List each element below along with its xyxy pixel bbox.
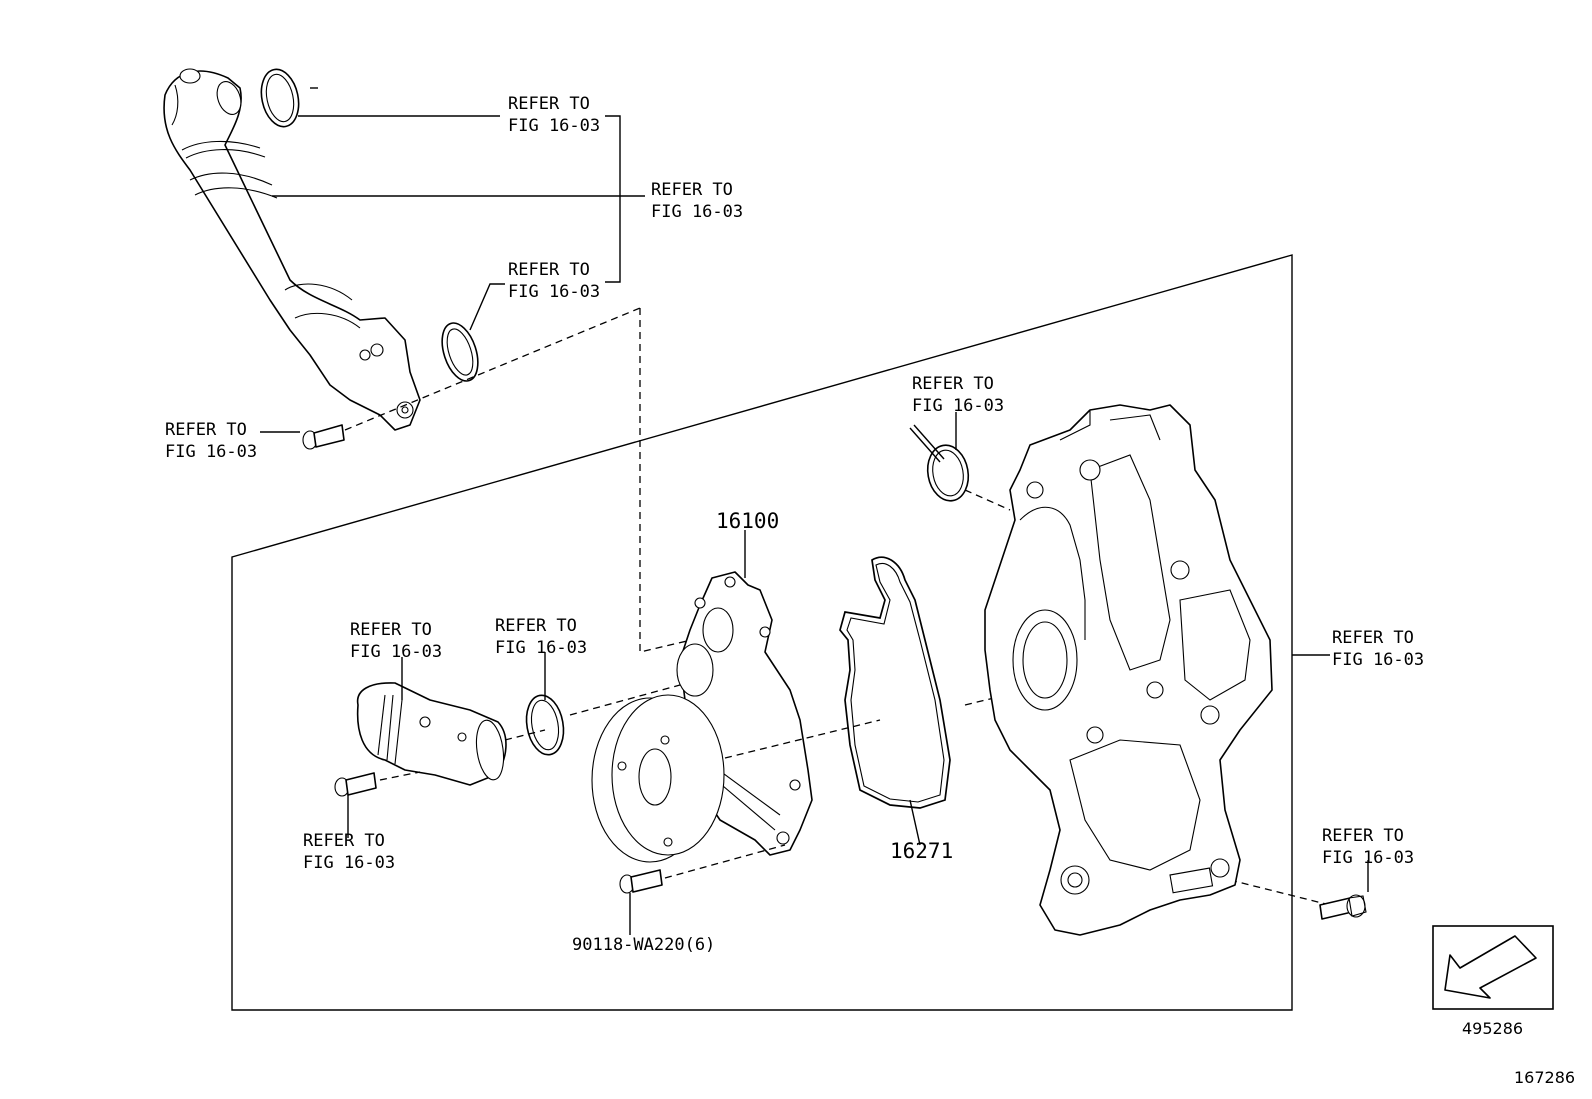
svg-text:FIG 16-03: FIG 16-03 bbox=[912, 396, 1004, 416]
engine-housing bbox=[984, 404, 1273, 936]
part-number-gasket[interactable]: 16271 bbox=[890, 839, 953, 863]
svg-text:FIG 16-03: FIG 16-03 bbox=[508, 282, 600, 302]
refer-label-9: REFER TO FIG 16-03 bbox=[303, 831, 395, 873]
water-outlet-hose bbox=[163, 68, 421, 431]
part-number-water-pump[interactable]: 16100 bbox=[716, 509, 779, 533]
refer-label-7: REFER TO FIG 16-03 bbox=[495, 616, 587, 658]
svg-text:REFER TO: REFER TO bbox=[651, 180, 733, 200]
refer-label-5: REFER TO FIG 16-03 bbox=[912, 374, 1004, 416]
refer-label-3: REFER TO FIG 16-03 bbox=[508, 260, 600, 302]
svg-text:REFER TO: REFER TO bbox=[303, 831, 385, 851]
svg-text:REFER TO: REFER TO bbox=[350, 620, 432, 640]
refer-label-1: REFER TO FIG 16-03 bbox=[508, 94, 600, 136]
front-direction-indicator bbox=[1432, 925, 1554, 1010]
refer-label-6: REFER TO FIG 16-03 bbox=[350, 620, 442, 662]
bolt-housing bbox=[1319, 894, 1367, 920]
refer-label-8: REFER TO FIG 16-03 bbox=[1332, 628, 1424, 670]
svg-text:REFER TO: REFER TO bbox=[1322, 826, 1404, 846]
bolt-upper bbox=[302, 424, 345, 450]
gasket-ring-upper bbox=[441, 322, 479, 382]
bolt-inlet bbox=[334, 772, 377, 797]
svg-text:FIG 16-03: FIG 16-03 bbox=[1322, 848, 1414, 868]
svg-text:FIG 16-03: FIG 16-03 bbox=[508, 116, 600, 136]
svg-text:FIG 16-03: FIG 16-03 bbox=[350, 642, 442, 662]
part-number-bolt[interactable]: 90118-WA220(6) bbox=[572, 935, 715, 955]
svg-text:FIG 16-03: FIG 16-03 bbox=[495, 638, 587, 658]
front-indicator-code: 495286 bbox=[1462, 1019, 1523, 1038]
assembly-boundary bbox=[231, 254, 1293, 1011]
bolt-pump bbox=[619, 869, 663, 894]
water-inlet bbox=[356, 682, 507, 786]
gasket-ring-right bbox=[926, 444, 970, 502]
svg-text:FIG 16-03: FIG 16-03 bbox=[1332, 650, 1424, 670]
svg-text:REFER TO: REFER TO bbox=[508, 260, 590, 280]
svg-text:FIG 16-03: FIG 16-03 bbox=[651, 202, 743, 222]
water-pump bbox=[591, 571, 813, 863]
svg-text:REFER TO: REFER TO bbox=[508, 94, 590, 114]
o-ring-top bbox=[260, 68, 300, 128]
svg-text:REFER TO: REFER TO bbox=[165, 420, 247, 440]
refer-label-10: REFER TO FIG 16-03 bbox=[1322, 826, 1414, 868]
svg-text:FIG 16-03: FIG 16-03 bbox=[165, 442, 257, 462]
svg-text:REFER TO: REFER TO bbox=[912, 374, 994, 394]
refer-label-4: REFER TO FIG 16-03 bbox=[165, 420, 257, 462]
refer-label-2: REFER TO FIG 16-03 bbox=[651, 180, 743, 222]
svg-text:REFER TO: REFER TO bbox=[1332, 628, 1414, 648]
svg-text:REFER TO: REFER TO bbox=[495, 616, 577, 636]
arrow-icon bbox=[1444, 935, 1537, 999]
illustration-number: 167286 bbox=[1514, 1068, 1575, 1087]
o-ring-middle bbox=[525, 694, 565, 756]
svg-text:FIG 16-03: FIG 16-03 bbox=[303, 853, 395, 873]
gasket bbox=[839, 556, 951, 809]
